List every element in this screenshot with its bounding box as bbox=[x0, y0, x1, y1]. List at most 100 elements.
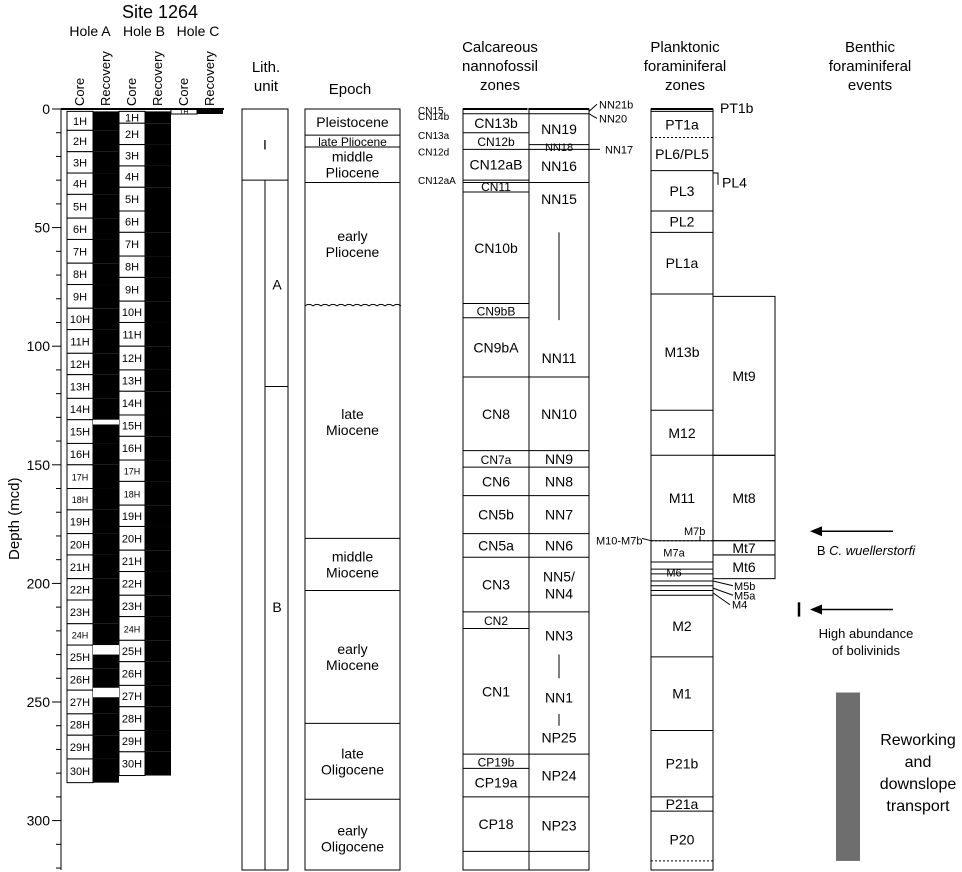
hole-c-label: Hole C bbox=[176, 23, 220, 39]
epoch-label: Oligocene bbox=[321, 761, 384, 777]
hole-b-core-label: 20H bbox=[122, 533, 142, 545]
depth-tick-label: 250 bbox=[27, 694, 51, 710]
hole-b-recovery-bar bbox=[145, 571, 171, 596]
hole-b-core-label: 3H bbox=[125, 150, 139, 162]
hole-b-core-label: 26H bbox=[122, 669, 142, 681]
hole-b-recovery-bar bbox=[145, 526, 171, 551]
hole-b-recovery-bar bbox=[145, 505, 171, 527]
epoch-label: Oligocene bbox=[321, 838, 384, 854]
lith-unit-label: I bbox=[263, 137, 267, 153]
cn-side-label: CN12aA bbox=[418, 176, 456, 187]
cn-zone-label: CP19b bbox=[478, 755, 515, 769]
hole-b-core-label: 28H bbox=[122, 714, 142, 726]
hole-a-recovery-bar bbox=[93, 419, 119, 444]
nn-side-label: NN20 bbox=[599, 113, 627, 125]
hole-b-recovery-bar bbox=[145, 277, 171, 302]
epoch-label: Miocene bbox=[326, 564, 379, 580]
pf-zone-label: M13b bbox=[664, 344, 699, 360]
nanno-header-line1: Calcareous bbox=[462, 39, 538, 56]
nn-zone-label: NP25 bbox=[541, 730, 576, 746]
nn-side-leader bbox=[588, 103, 598, 112]
pf-zone-label: PL3 bbox=[670, 183, 695, 199]
epoch-label: middle bbox=[332, 149, 373, 165]
hole-b-core-label: 16H bbox=[122, 443, 142, 455]
hole-b-recovery-bar bbox=[145, 346, 171, 370]
hole-a-recovery-bar bbox=[93, 173, 119, 195]
hole-a-recovery-bar bbox=[93, 398, 119, 420]
hole-b-recovery-bar bbox=[145, 391, 171, 415]
hole-a-core-label: 26H bbox=[70, 674, 90, 686]
reworking-label: and bbox=[905, 754, 932, 771]
reworking-label: Reworking bbox=[880, 732, 956, 749]
nn-zone-label: NN10 bbox=[541, 406, 577, 422]
hole-a-core-label: 14H bbox=[70, 404, 90, 416]
cn-zone-label: CN12aB bbox=[470, 157, 523, 173]
nn-column-frame bbox=[528, 108, 590, 871]
hole-b-core-label: 19H bbox=[122, 511, 142, 523]
pf-zone-label: M7a bbox=[663, 547, 685, 559]
hole-a-core-label: 27H bbox=[70, 697, 90, 709]
reworking-label: downslope bbox=[880, 776, 957, 793]
hole-b-recovery-bar bbox=[145, 301, 171, 323]
planktonic-zone-column: PT1aPL6/PL5PL3PL2PL1aM13bM12M11M7aM6M2M1… bbox=[596, 100, 756, 871]
pf-zone-label: P21b bbox=[666, 756, 699, 772]
pf-side-label: M7b bbox=[684, 526, 705, 538]
hole-b-core-label: 24H bbox=[124, 624, 141, 634]
cn-zone-label: CN5a bbox=[478, 537, 514, 553]
hole-a-core-label: 12H bbox=[70, 359, 90, 371]
nn-side-label: NN21b bbox=[599, 99, 633, 111]
cn-zone-label: CP18 bbox=[478, 816, 513, 832]
pf-zone-label: PL6/PL5 bbox=[655, 146, 709, 162]
hole-b-core-label: 6H bbox=[125, 217, 139, 229]
hole-b-recovery-bar bbox=[145, 706, 171, 731]
nn-zone-label: NN9 bbox=[545, 451, 573, 467]
mt-zone-label: Mt7 bbox=[732, 540, 756, 556]
cn-zone-label: CN6 bbox=[482, 473, 510, 489]
epoch-label: late Pliocene bbox=[318, 135, 387, 149]
cn-zone-label: CN9bA bbox=[473, 339, 519, 355]
cn-zone-label: CN3 bbox=[482, 577, 510, 593]
hole-a-core-label: 23H bbox=[70, 607, 90, 619]
mt-zone-label: Mt6 bbox=[732, 559, 756, 575]
cn-zone-label: CN10b bbox=[474, 240, 518, 256]
benthic-header-line3: events bbox=[847, 77, 893, 94]
nanno-header-line2: nannofossil bbox=[462, 58, 538, 75]
nn-zone-label: NN7 bbox=[545, 507, 573, 523]
depth-tick-label: 0 bbox=[42, 101, 50, 117]
hole-b-core-label: 29H bbox=[122, 736, 142, 748]
hole-c-core-label: 1H bbox=[180, 109, 189, 116]
epoch-label: Pliocene bbox=[326, 165, 380, 181]
lith-header-line1: Lith. bbox=[251, 59, 281, 76]
nn-zone-label: NN16 bbox=[541, 158, 577, 174]
hole-a-recovery-bar bbox=[93, 151, 119, 174]
cn-side-label: CN12d bbox=[418, 148, 449, 159]
pf-side-leader bbox=[712, 587, 734, 596]
hole-b-recovery-bar bbox=[145, 460, 171, 482]
cn-zone-label: CP19a bbox=[475, 775, 518, 791]
hole-b-core-label: 12H bbox=[122, 353, 142, 365]
hole-a-core-label: 15H bbox=[70, 427, 90, 439]
epoch-header: Epoch bbox=[300, 80, 400, 99]
epoch-header-line1: Epoch bbox=[328, 81, 372, 98]
mt-zone-box bbox=[712, 554, 776, 580]
hole-b-recovery-bar bbox=[145, 661, 171, 686]
cn-zone-column: CN13bCN12bCN12aBCN11CN10bCN9bBCN9bACN8CN… bbox=[418, 106, 530, 871]
event-bolivinid-label: of bolivinids bbox=[832, 643, 900, 658]
cn-zone-label: CN13b bbox=[474, 115, 518, 131]
pf-zone-label: PL2 bbox=[670, 214, 695, 230]
hole-a-core-label: 2H bbox=[73, 136, 87, 148]
lith-header: Lith. unit bbox=[236, 58, 296, 96]
epoch-label: Miocene bbox=[326, 422, 379, 438]
pf-side-label: M5b bbox=[734, 581, 755, 593]
cn-zone-label: CN7a bbox=[481, 453, 512, 467]
cn-side-label: CN14b bbox=[418, 112, 450, 123]
pf-zone-label: M11 bbox=[669, 490, 695, 506]
hole-a-recovery-bar bbox=[93, 600, 119, 624]
pf-side-leader bbox=[713, 172, 719, 185]
hole-b-recovery-bar bbox=[145, 751, 171, 776]
hole-b-core-label: 14H bbox=[122, 398, 142, 410]
nn-zone-label: NN1 bbox=[545, 689, 573, 705]
pf-side-label: M5a bbox=[734, 590, 756, 602]
